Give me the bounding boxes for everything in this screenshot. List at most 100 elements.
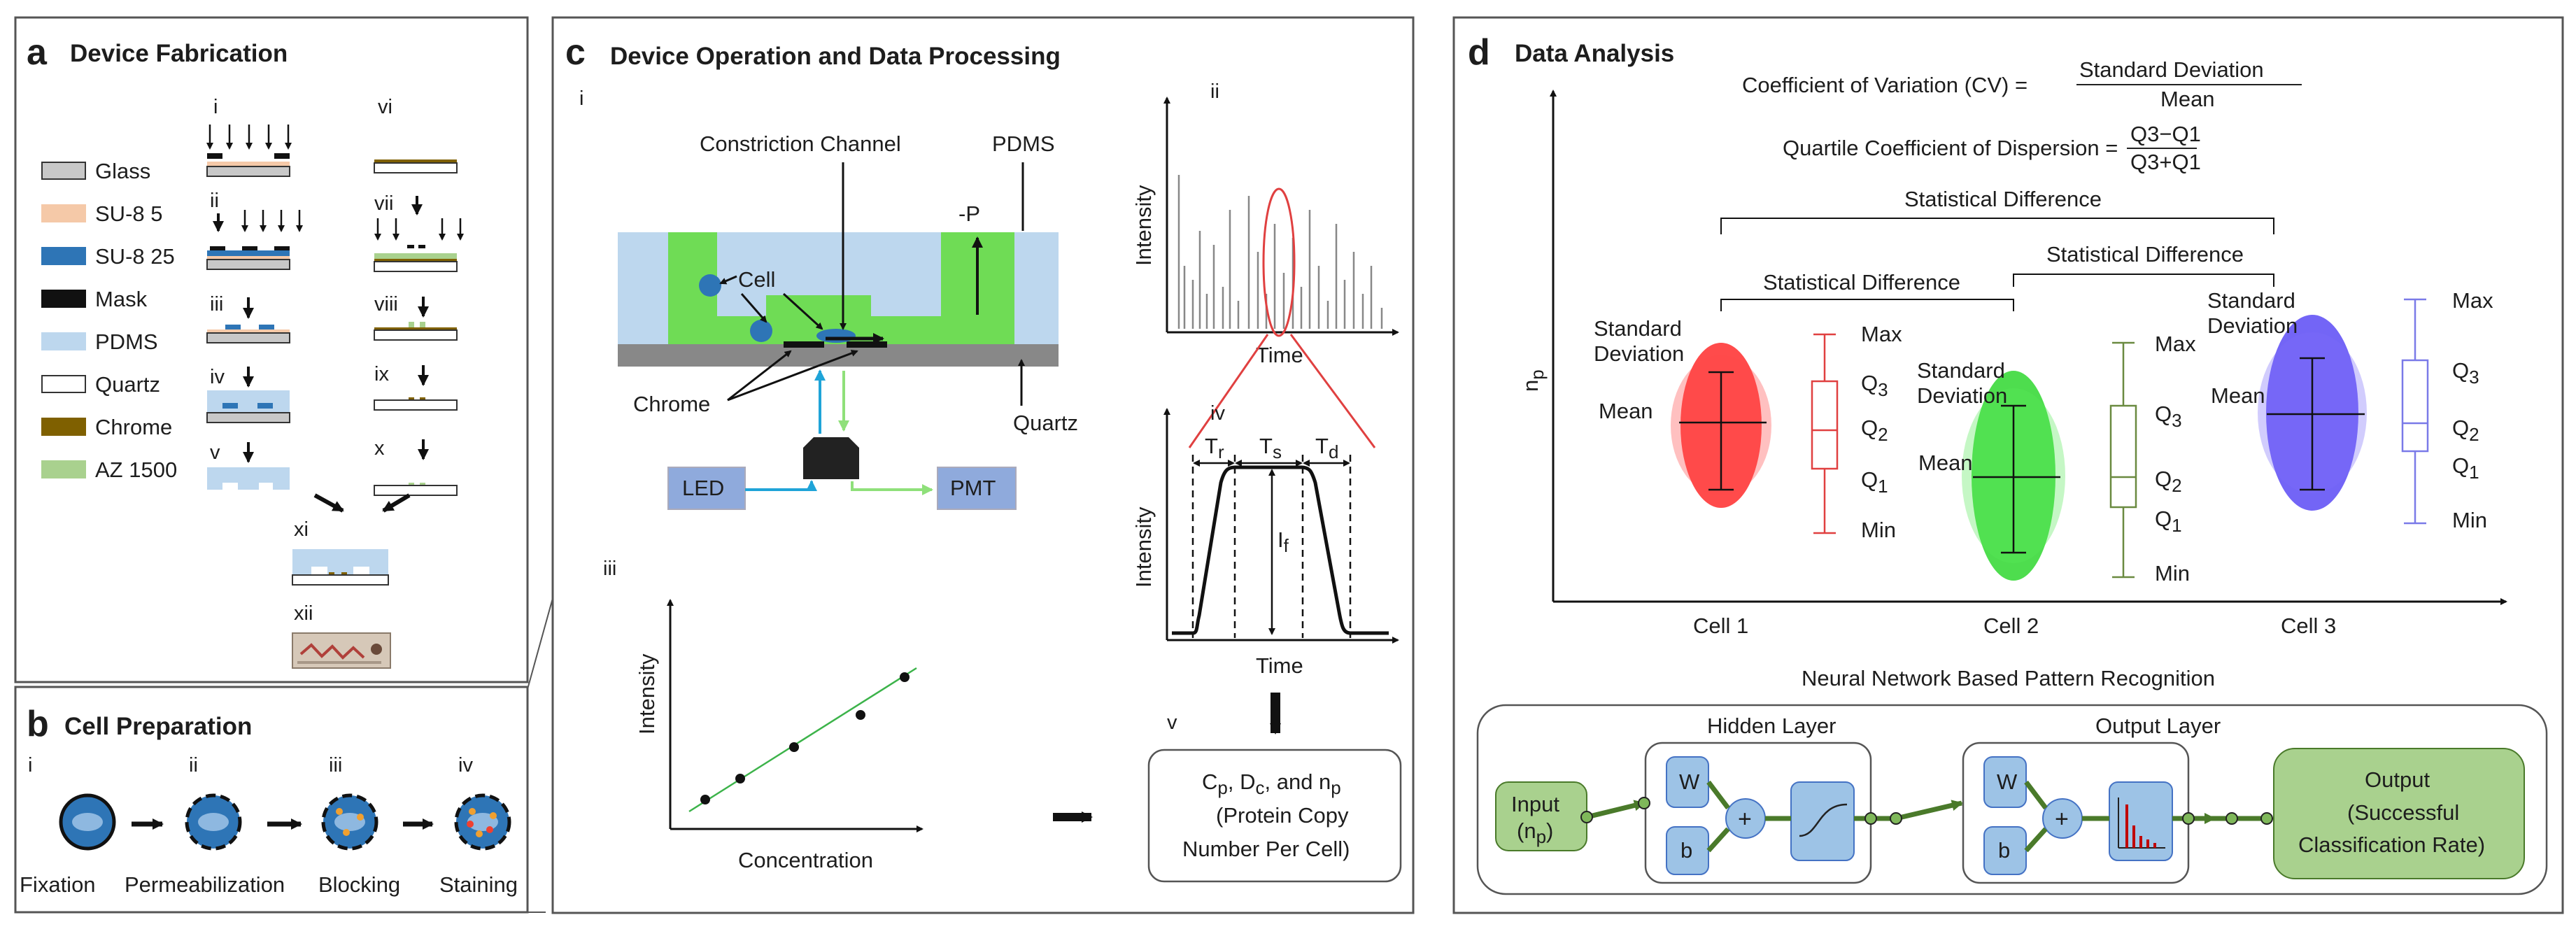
svg-text:Mask: Mask	[95, 287, 148, 311]
panel-b-letter: b	[27, 704, 49, 744]
neural-network-diagram: Hidden Layer Output Layer Input (np) W b…	[1476, 704, 2548, 895]
calibration-xlabel: Concentration	[738, 848, 873, 872]
svg-text:Deviation: Deviation	[1594, 341, 1684, 366]
ts-label: T	[1259, 434, 1273, 458]
sub-ii-label: ii	[1210, 80, 1219, 103]
prep-step-fixation: Fixation	[20, 872, 96, 897]
sub-iii-label: iii	[603, 558, 616, 580]
svg-text:If: If	[1278, 527, 1289, 556]
sub-i-label: i	[579, 87, 583, 110]
step-vi-label: vi	[378, 96, 392, 118]
prep-step-staining: Staining	[439, 872, 518, 897]
svg-text:Max: Max	[2155, 332, 2196, 356]
step-vii-label: vii	[374, 192, 393, 215]
panel-c-title: Device Operation and Data Processing	[610, 43, 1061, 70]
legend-quartz: Quartz	[41, 372, 160, 397]
svg-text:Mean: Mean	[1599, 399, 1653, 423]
svg-text:Q3−Q1: Q3−Q1	[2130, 122, 2201, 146]
calibration-point	[789, 742, 799, 752]
svg-text:Q3: Q3	[2452, 358, 2479, 388]
panel-b-title: Cell Preparation	[64, 713, 252, 740]
svg-text:Q1: Q1	[1861, 467, 1888, 497]
svg-text:Q3+Q1: Q3+Q1	[2130, 150, 2201, 174]
device-photo	[292, 632, 391, 669]
zoom-ellipse	[1262, 187, 1296, 337]
svg-text:LED: LED	[682, 476, 724, 500]
calibration-point	[900, 672, 910, 682]
result-line-1: Cp, Dc, and np	[1202, 770, 1341, 798]
calibration-fit-line	[688, 667, 917, 813]
svg-text:b: b	[1680, 838, 1692, 863]
panel-a-letter: a	[27, 32, 48, 73]
step-x-label: x	[374, 437, 385, 460]
pdms-label: PDMS	[992, 132, 1055, 156]
svg-text:PMT: PMT	[950, 476, 996, 500]
legend-glass: Glass	[41, 159, 150, 183]
svg-text:PDMS: PDMS	[95, 329, 158, 354]
svg-text:(np): (np)	[1517, 818, 1553, 847]
raw-signal-plot: Intensity Time	[1131, 97, 1399, 367]
cell-3-label: Cell 3	[2281, 614, 2336, 638]
svg-text:Ts: Ts	[1259, 434, 1282, 462]
cell-1-label: Cell 1	[1693, 614, 1748, 638]
svg-text:(Successful: (Successful	[2347, 800, 2459, 825]
cell-2-boxplot	[2109, 341, 2137, 579]
cell-2-group: Standard Deviation Mean Max Q3 Q2 Q1 Min…	[1917, 332, 2196, 638]
chrome-label: Chrome	[633, 392, 710, 416]
sub-iv-label: iv	[1210, 402, 1225, 425]
material-legend: Glass SU-8 5 SU-8 25 Mask PDMS Quartz Ch…	[41, 159, 177, 482]
calibration-point	[735, 774, 745, 783]
cell-2-label: Cell 2	[1983, 614, 2039, 638]
panel-b: b Cell Preparation i ii iii iv	[14, 686, 529, 914]
cv-formula: Coefficient of Variation (CV) = Standard…	[1742, 57, 2302, 111]
svg-text:Td: Td	[1315, 434, 1338, 462]
plus-icon: +	[2055, 806, 2069, 832]
stat-diff-1-2: Statistical Difference	[1763, 270, 1960, 295]
panel-d-letter: d	[1468, 32, 1490, 73]
calibration-plot: Intensity Concentration	[635, 599, 923, 872]
stat-diff-2-3: Statistical Difference	[2046, 242, 2244, 267]
svg-text:Max: Max	[1861, 322, 1902, 346]
output-node	[2273, 748, 2525, 879]
svg-text:Min: Min	[2155, 561, 2190, 586]
chrome-pad-left	[784, 341, 824, 348]
device-schematic	[618, 232, 1059, 367]
fabrication-bonding: xi xii	[292, 493, 411, 669]
step-xii-label: xii	[294, 602, 313, 625]
output-activation	[2109, 781, 2173, 861]
pulse-ylabel: Intensity	[1131, 506, 1156, 588]
legend-su8-5: SU-8 5	[41, 201, 162, 226]
svg-text:Q3: Q3	[1861, 371, 1888, 400]
svg-text:Coefficient of Variation (CV): Coefficient of Variation (CV) =	[1742, 73, 2027, 97]
raw-xlabel: Time	[1256, 343, 1303, 367]
svg-text:Standard Deviation: Standard Deviation	[2079, 57, 2264, 82]
panel-a-title: Device Fabrication	[70, 40, 288, 67]
hidden-layer-label: Hidden Layer	[1707, 714, 1836, 738]
svg-text:Input: Input	[1511, 792, 1559, 816]
prep-step-permeabilization: Permeabilization	[125, 872, 285, 897]
chrome-pad-right	[847, 341, 887, 348]
result-line-3: Number Per Cell)	[1182, 837, 1350, 861]
if-label: I	[1278, 527, 1284, 552]
svg-text:AZ 1500: AZ 1500	[95, 458, 177, 482]
svg-text:Output: Output	[2365, 767, 2430, 792]
sub-v-label: v	[1167, 711, 1177, 734]
softmax-icon	[2118, 797, 2165, 849]
cell-blocking-icon	[321, 793, 378, 851]
svg-text:Q1: Q1	[2452, 453, 2479, 483]
quartz-substrate	[618, 344, 1059, 367]
svg-text:Mean: Mean	[2211, 383, 2265, 408]
svg-text:Standard: Standard	[1917, 358, 2005, 383]
cell-icon	[699, 274, 721, 297]
svg-text:Classification Rate): Classification Rate)	[2298, 832, 2485, 857]
pulse-xlabel: Time	[1256, 653, 1303, 678]
step-viii-label: viii	[374, 293, 398, 315]
svg-text:Tr: Tr	[1205, 434, 1224, 462]
step-i-label: i	[213, 96, 218, 118]
panel-a: a Device Fabrication Glass SU-8 5 SU-8 2…	[14, 16, 529, 683]
svg-text:SU-8 25: SU-8 25	[95, 244, 175, 269]
svg-text:Standard: Standard	[1594, 316, 1682, 341]
raw-ylabel: Intensity	[1131, 185, 1156, 266]
pressure-label: -P	[958, 201, 980, 226]
pmt-box: PMT	[937, 467, 1017, 510]
